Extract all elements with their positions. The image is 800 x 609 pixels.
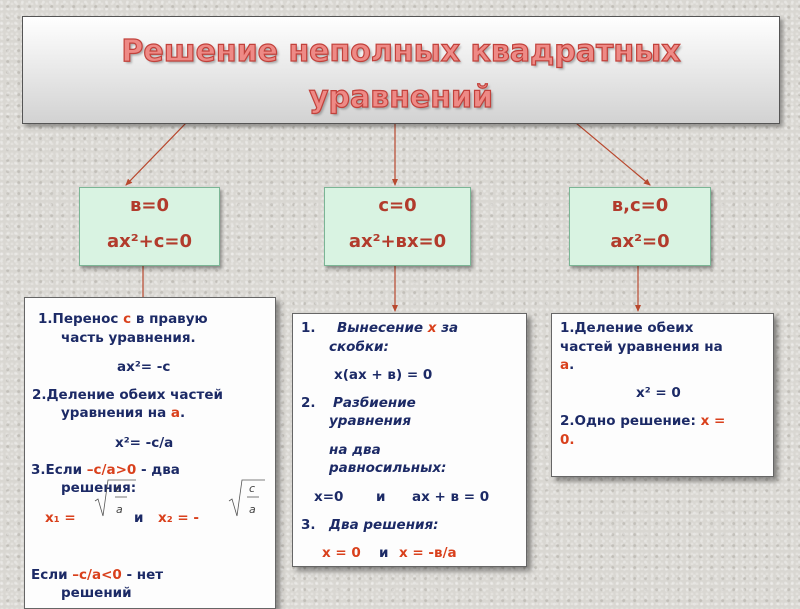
mid-step-1-line-1: Вынесение х за [337,319,458,337]
case-equation: ах²+вх=0 [348,231,447,252]
mid-step-2-line-4: равносильных: [329,460,447,476]
right-step-1-line-2: частей уравнения на [560,339,723,355]
mid-equation-2b: ах + в = 0 [412,489,490,505]
mid-solution-b: х = -в/а [399,545,457,561]
solution-box-c-zero: 1. Вынесение х за скобки: х(ах + в) = 0 … [292,313,527,567]
square-root-icon-1 [94,479,136,517]
left-step-3-line-1: 3.Если –с/а>0 - два [31,461,180,479]
solution-box-b-zero: 1.Перенос с в правую часть уравнения. ах… [24,297,276,609]
left-equation-1: ах²= -с [117,359,171,375]
step-number: 1. [38,311,53,327]
condition-negative: –с/а<0 [72,567,122,583]
step-text: Если [31,567,73,583]
mid-step-2-line-1: Разбиение [333,395,416,411]
case-condition: с=0 [378,195,417,216]
solution-x: х = [700,413,726,429]
case-box-c-zero: с=0 ах²+вх=0 [324,187,471,266]
variable-x: х [427,320,437,336]
case-box-bc-zero: в,с=0 ах²=0 [569,187,711,266]
right-step-1-line-3: а. [560,356,574,374]
roots-and: и [134,510,144,526]
step-text: - два [136,462,180,478]
mid-step-3-text: Два решения: [329,517,439,533]
mid-step-2-line-3: на два [329,442,381,458]
variable-c: с [123,311,132,327]
mid-equation-2-and: и [376,489,386,505]
left-step-2-line-1: 2.Деление обеих частей [32,387,223,403]
step-text: . [180,405,186,421]
arrow-title-to-case-b [125,122,187,186]
step-text: - нет [121,567,164,583]
fraction-denominator-2: а [249,503,256,516]
left-step-4-line-1: Если –с/а<0 - нет [31,566,163,584]
left-step-3-line-2: решения: [61,480,137,496]
arrow-title-to-case-bc [575,122,651,186]
step-text: уравнения на [61,405,171,421]
step-text: Перенос [52,311,124,327]
right-step-1-line-1: 1.Деление обеих [560,320,694,336]
mid-step-3-number: 3. [301,517,316,533]
step-text: Вынесение [337,320,428,336]
mid-step-2-line-2: уравнения [329,413,412,429]
step-text: 2.Одно решение: [560,413,701,429]
left-step-4-line-2: решений [61,585,132,601]
title-box: Решение неполных квадратных уравнений [22,16,780,124]
case-equation: ах²=0 [610,231,670,252]
fraction-denominator-1: а [116,503,123,516]
left-step-2-line-2: уравнения на а. [61,404,185,422]
step-text: в правую [131,311,208,327]
left-step-1-line-2: часть уравнения. [61,330,196,346]
variable-a: а [170,405,181,421]
left-equation-2: х²= -с/а [115,435,174,451]
root-x2-label: х₂ = - [158,510,199,526]
case-condition: в,с=0 [611,195,669,216]
fraction-numerator-2: с [249,482,256,495]
solution-box-bc-zero: 1.Деление обеих частей уравнения на а. х… [551,313,774,477]
mid-step-1-line-2: скобки: [329,339,389,355]
left-step-1-line-1: 1.Перенос с в правую [38,310,208,328]
condition-positive: –с/а>0 [86,462,137,478]
variable-a: а [560,357,570,373]
right-step-2-line-2: 0. [560,432,575,448]
fraction-numerator-1: с [115,482,122,495]
mid-solution-a: х = 0 [322,545,361,561]
mid-equation-1: х(ах + в) = 0 [334,367,433,383]
case-equation: ах²+с=0 [107,231,192,252]
title-line-2: уравнений [308,79,494,115]
right-step-2-line-1: 2.Одно решение: х = [560,412,725,430]
step-text: . [569,357,575,373]
case-box-b-zero: в=0 ах²+с=0 [79,187,220,266]
step-text: за [436,320,459,336]
case-condition: в=0 [130,195,169,216]
step-text: 3.Если [31,462,87,478]
mid-step-1-number: 1. [301,320,316,336]
mid-solution-and: и [379,545,389,561]
title-line-1: Решение неполных квадратных [121,33,681,69]
root-x1-label: х₁ = [45,510,76,526]
right-equation-1: х² = 0 [636,385,681,401]
mid-equation-2a: х=0 [314,489,344,505]
square-root-icon-2 [228,479,265,517]
mid-step-2-number: 2. [301,395,316,411]
